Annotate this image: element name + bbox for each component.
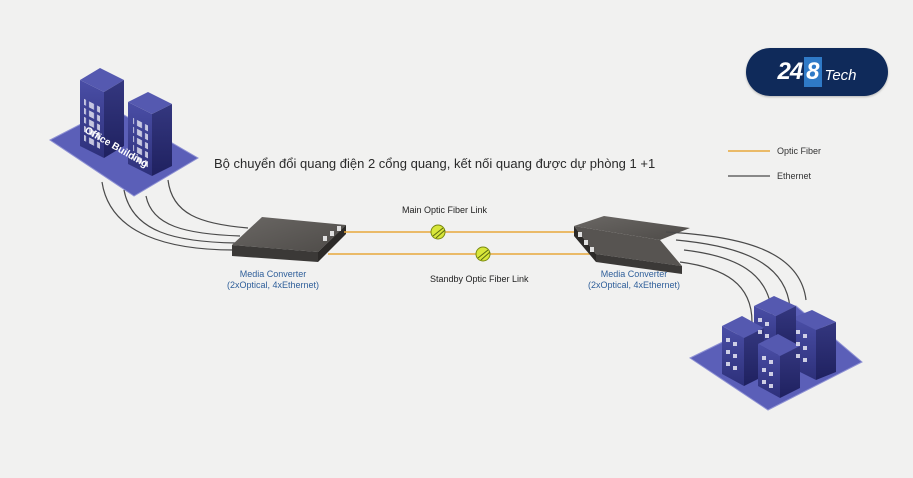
left-tower-b-windows [133, 117, 148, 168]
logo-suffix: Tech [824, 66, 857, 84]
right-ethernet-cable-4 [679, 261, 753, 323]
legend-fiber-label: Optic Fiber [777, 146, 822, 156]
left-tower-b-side [152, 104, 172, 176]
fiber-links [328, 231, 590, 255]
left-converter-side [318, 225, 346, 262]
left-converter-name: Media Converter [239, 269, 307, 279]
left-tower-b-top [128, 92, 172, 114]
diagram-caption: Bộ chuyển đổi quang điện 2 cổng quang, k… [214, 156, 656, 171]
right-tower-d-top [758, 334, 800, 356]
left-tower-a-windows [84, 96, 100, 149]
brand-logo: 24 8 Tech [746, 48, 888, 96]
right-converter-spec: (2xOptical, 4xEthernet) [587, 280, 681, 290]
left-converter-port-1 [323, 236, 327, 241]
right-converter-port-3 [590, 247, 594, 252]
media-converter-left [232, 217, 346, 262]
right-tower-d-side [780, 346, 800, 398]
right-tower-b-top [754, 296, 796, 316]
left-converter-top [232, 217, 346, 252]
left-ethernet-cable-3 [145, 195, 241, 237]
right-converter-name: Media Converter [600, 269, 668, 279]
right-ethernet-cable-1 [665, 231, 807, 301]
main-fiber-coupler [430, 224, 446, 240]
right-ethernet-cable-2 [675, 239, 791, 309]
right-converter-port-1 [578, 232, 582, 237]
left-converter-spec: (2xOptical, 4xEthernet) [226, 280, 320, 290]
left-ethernet-cable-2 [123, 189, 237, 244]
left-ethernet-cable-4 [167, 179, 249, 229]
logo-boxed-digit: 8 [804, 57, 822, 87]
legend-ethernet-label: Ethernet [777, 171, 812, 181]
left-converter-port-3 [337, 226, 341, 231]
standby-fiber-coupler [475, 246, 491, 262]
right-converter-face [574, 226, 682, 266]
right-tower-a-side [816, 322, 836, 380]
right-tower-c-top [722, 316, 764, 338]
right-converter-top [574, 216, 690, 240]
left-converter-label: Media Converter (2xOptical, 4xEthernet) [218, 269, 328, 291]
office-building-left: Office Building [49, 68, 199, 197]
main-link-label: Main Optic Fiber Link [402, 205, 488, 215]
right-converter-port-2 [584, 240, 588, 245]
right-converter-front [596, 254, 682, 274]
left-tower-a-top [80, 68, 124, 92]
standby-link-label: Standby Optic Fiber Link [430, 274, 529, 284]
left-ethernet-cables [101, 179, 249, 251]
logo-number: 24 [777, 58, 803, 85]
media-converter-right [574, 216, 690, 274]
left-converter-port-2 [330, 231, 334, 236]
building-cluster-right [688, 296, 863, 411]
left-converter-front [232, 245, 318, 262]
right-tower-a-top [792, 310, 836, 330]
left-tower-a-side [104, 80, 124, 158]
right-converter-label: Media Converter (2xOptical, 4xEthernet) [579, 269, 689, 291]
right-building-windows [726, 318, 807, 388]
left-ethernet-cable-1 [101, 181, 235, 251]
